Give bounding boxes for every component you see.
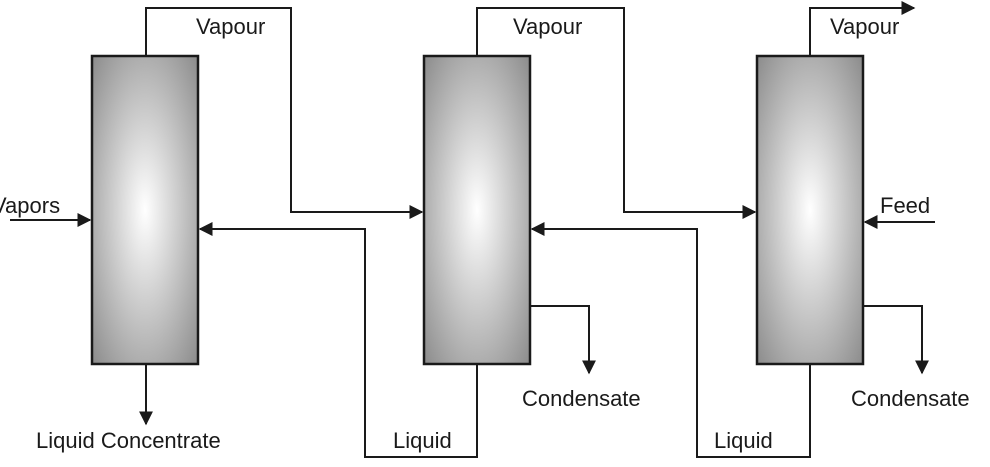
vapour-line-2 — [476, 7, 757, 219]
condensate-line-2 — [863, 305, 929, 375]
liquid-concentrate-label: Liquid Concentrate — [36, 428, 221, 453]
feed-label: Feed — [880, 193, 930, 218]
vapors-in-label: Vapors — [0, 193, 60, 218]
effect-2-vessel — [422, 54, 532, 366]
effect-1-vessel — [90, 54, 200, 366]
condensate-line-1 — [530, 305, 596, 375]
liquid-line-1 — [198, 222, 478, 458]
condensate-label-2: Condensate — [851, 386, 970, 411]
condensate-label-1: Condensate — [522, 386, 641, 411]
liquid-line-2 — [530, 222, 811, 458]
vapour-label-2: Vapour — [513, 14, 582, 39]
effect-3-vessel — [755, 54, 865, 366]
vapour-label-1: Vapour — [196, 14, 265, 39]
liquid-label-1: Liquid — [393, 428, 452, 453]
vapour-label-3: Vapour — [830, 14, 899, 39]
liquid-label-2: Liquid — [714, 428, 773, 453]
vapour-out-line — [809, 1, 916, 56]
vapour-line-1 — [145, 7, 424, 219]
